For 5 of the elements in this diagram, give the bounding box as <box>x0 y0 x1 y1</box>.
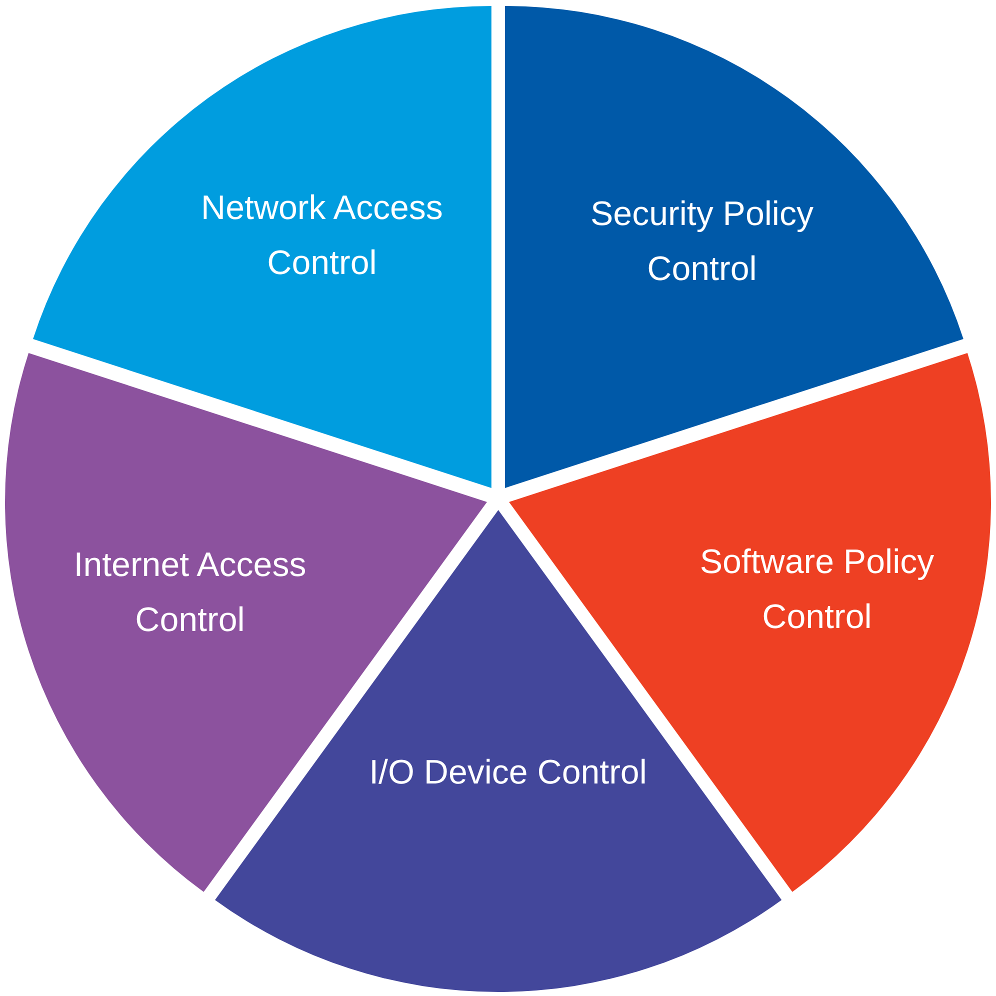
slice-label: Software Policy Control <box>698 542 936 638</box>
slice-label: Security Policy Control <box>590 194 814 290</box>
slice-label: Internet Access Control <box>72 544 308 641</box>
slice-label: I/O Device Control <box>368 752 648 794</box>
slice-label: Network Access Control <box>200 188 444 284</box>
